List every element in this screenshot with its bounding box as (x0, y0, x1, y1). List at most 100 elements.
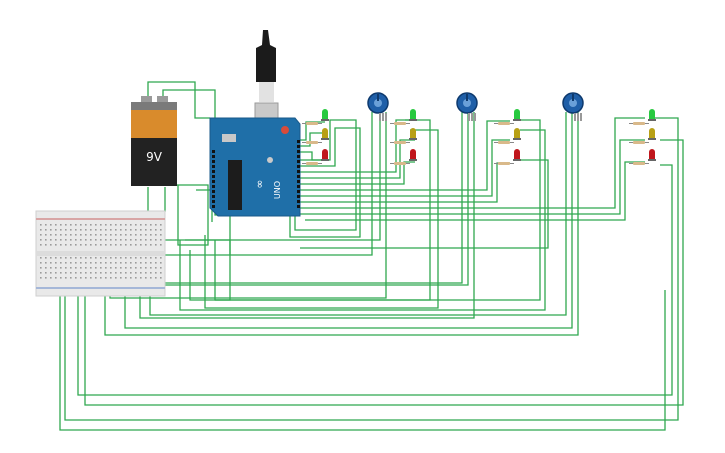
breadboard-hole[interactable] (130, 229, 132, 231)
breadboard-hole[interactable] (135, 239, 137, 241)
breadboard-hole[interactable] (100, 234, 102, 236)
breadboard-hole[interactable] (55, 229, 57, 231)
led-yellow[interactable] (649, 128, 655, 138)
power-pin[interactable] (212, 200, 215, 203)
breadboard-hole[interactable] (160, 229, 162, 231)
breadboard-hole[interactable] (135, 272, 137, 274)
led-green[interactable] (410, 109, 416, 119)
breadboard-hole[interactable] (55, 234, 57, 236)
breadboard-hole[interactable] (45, 224, 47, 226)
breadboard-hole[interactable] (150, 244, 152, 246)
breadboard-hole[interactable] (155, 244, 157, 246)
breadboard-hole[interactable] (140, 272, 142, 274)
breadboard-hole[interactable] (90, 239, 92, 241)
breadboard-hole[interactable] (130, 224, 132, 226)
breadboard-hole[interactable] (125, 257, 127, 259)
breadboard-hole[interactable] (65, 244, 67, 246)
breadboard-hole[interactable] (75, 272, 77, 274)
breadboard-hole[interactable] (120, 272, 122, 274)
breadboard-hole[interactable] (145, 277, 147, 279)
potentiometer[interactable] (367, 92, 389, 121)
breadboard-hole[interactable] (140, 267, 142, 269)
breadboard-hole[interactable] (40, 224, 42, 226)
breadboard-hole[interactable] (100, 277, 102, 279)
breadboard-hole[interactable] (110, 244, 112, 246)
digital-pin[interactable] (297, 145, 300, 148)
breadboard-hole[interactable] (105, 239, 107, 241)
breadboard-hole[interactable] (80, 272, 82, 274)
breadboard-hole[interactable] (70, 234, 72, 236)
breadboard-hole[interactable] (125, 229, 127, 231)
breadboard-hole[interactable] (160, 277, 162, 279)
breadboard-hole[interactable] (120, 244, 122, 246)
breadboard-hole[interactable] (80, 277, 82, 279)
breadboard-hole[interactable] (50, 272, 52, 274)
breadboard-hole[interactable] (115, 239, 117, 241)
breadboard-hole[interactable] (130, 257, 132, 259)
breadboard-hole[interactable] (90, 224, 92, 226)
breadboard-hole[interactable] (145, 272, 147, 274)
breadboard-hole[interactable] (135, 224, 137, 226)
breadboard-hole[interactable] (110, 277, 112, 279)
breadboard-hole[interactable] (80, 257, 82, 259)
breadboard-hole[interactable] (65, 272, 67, 274)
breadboard-hole[interactable] (40, 229, 42, 231)
breadboard-hole[interactable] (120, 277, 122, 279)
breadboard-hole[interactable] (60, 234, 62, 236)
resistor[interactable] (498, 141, 510, 144)
breadboard-hole[interactable] (125, 272, 127, 274)
breadboard-hole[interactable] (40, 277, 42, 279)
breadboard-hole[interactable] (145, 229, 147, 231)
breadboard-hole[interactable] (95, 239, 97, 241)
breadboard-hole[interactable] (155, 272, 157, 274)
led-yellow[interactable] (322, 128, 328, 138)
breadboard-hole[interactable] (115, 244, 117, 246)
led-green[interactable] (322, 109, 328, 119)
digital-pin[interactable] (297, 170, 300, 173)
breadboard-hole[interactable] (120, 239, 122, 241)
breadboard-hole[interactable] (130, 277, 132, 279)
breadboard-hole[interactable] (150, 262, 152, 264)
breadboard-hole[interactable] (40, 272, 42, 274)
breadboard-hole[interactable] (70, 272, 72, 274)
breadboard-hole[interactable] (40, 262, 42, 264)
breadboard-hole[interactable] (135, 229, 137, 231)
breadboard-hole[interactable] (110, 272, 112, 274)
breadboard-hole[interactable] (65, 224, 67, 226)
breadboard-hole[interactable] (45, 234, 47, 236)
breadboard-hole[interactable] (160, 257, 162, 259)
breadboard-hole[interactable] (105, 277, 107, 279)
digital-pin[interactable] (297, 175, 300, 178)
breadboard-hole[interactable] (85, 239, 87, 241)
breadboard-hole[interactable] (65, 267, 67, 269)
power-pin[interactable] (212, 195, 215, 198)
breadboard-hole[interactable] (100, 229, 102, 231)
power-pin[interactable] (212, 185, 215, 188)
breadboard-hole[interactable] (45, 257, 47, 259)
breadboard-hole[interactable] (140, 277, 142, 279)
breadboard-hole[interactable] (105, 234, 107, 236)
breadboard-hole[interactable] (55, 239, 57, 241)
breadboard-hole[interactable] (45, 244, 47, 246)
breadboard-hole[interactable] (125, 234, 127, 236)
resistor[interactable] (306, 141, 318, 144)
breadboard-hole[interactable] (140, 239, 142, 241)
breadboard-hole[interactable] (60, 277, 62, 279)
breadboard-hole[interactable] (115, 277, 117, 279)
breadboard-hole[interactable] (50, 277, 52, 279)
breadboard-hole[interactable] (40, 244, 42, 246)
breadboard-hole[interactable] (120, 262, 122, 264)
led-red[interactable] (649, 149, 655, 159)
breadboard-hole[interactable] (70, 229, 72, 231)
breadboard-hole[interactable] (155, 267, 157, 269)
breadboard-hole[interactable] (50, 234, 52, 236)
breadboard-hole[interactable] (105, 272, 107, 274)
breadboard-hole[interactable] (125, 262, 127, 264)
breadboard-hole[interactable] (50, 257, 52, 259)
breadboard-hole[interactable] (135, 257, 137, 259)
led-red[interactable] (322, 149, 328, 159)
breadboard-hole[interactable] (135, 244, 137, 246)
breadboard-hole[interactable] (95, 272, 97, 274)
breadboard-hole[interactable] (85, 257, 87, 259)
breadboard-hole[interactable] (100, 272, 102, 274)
